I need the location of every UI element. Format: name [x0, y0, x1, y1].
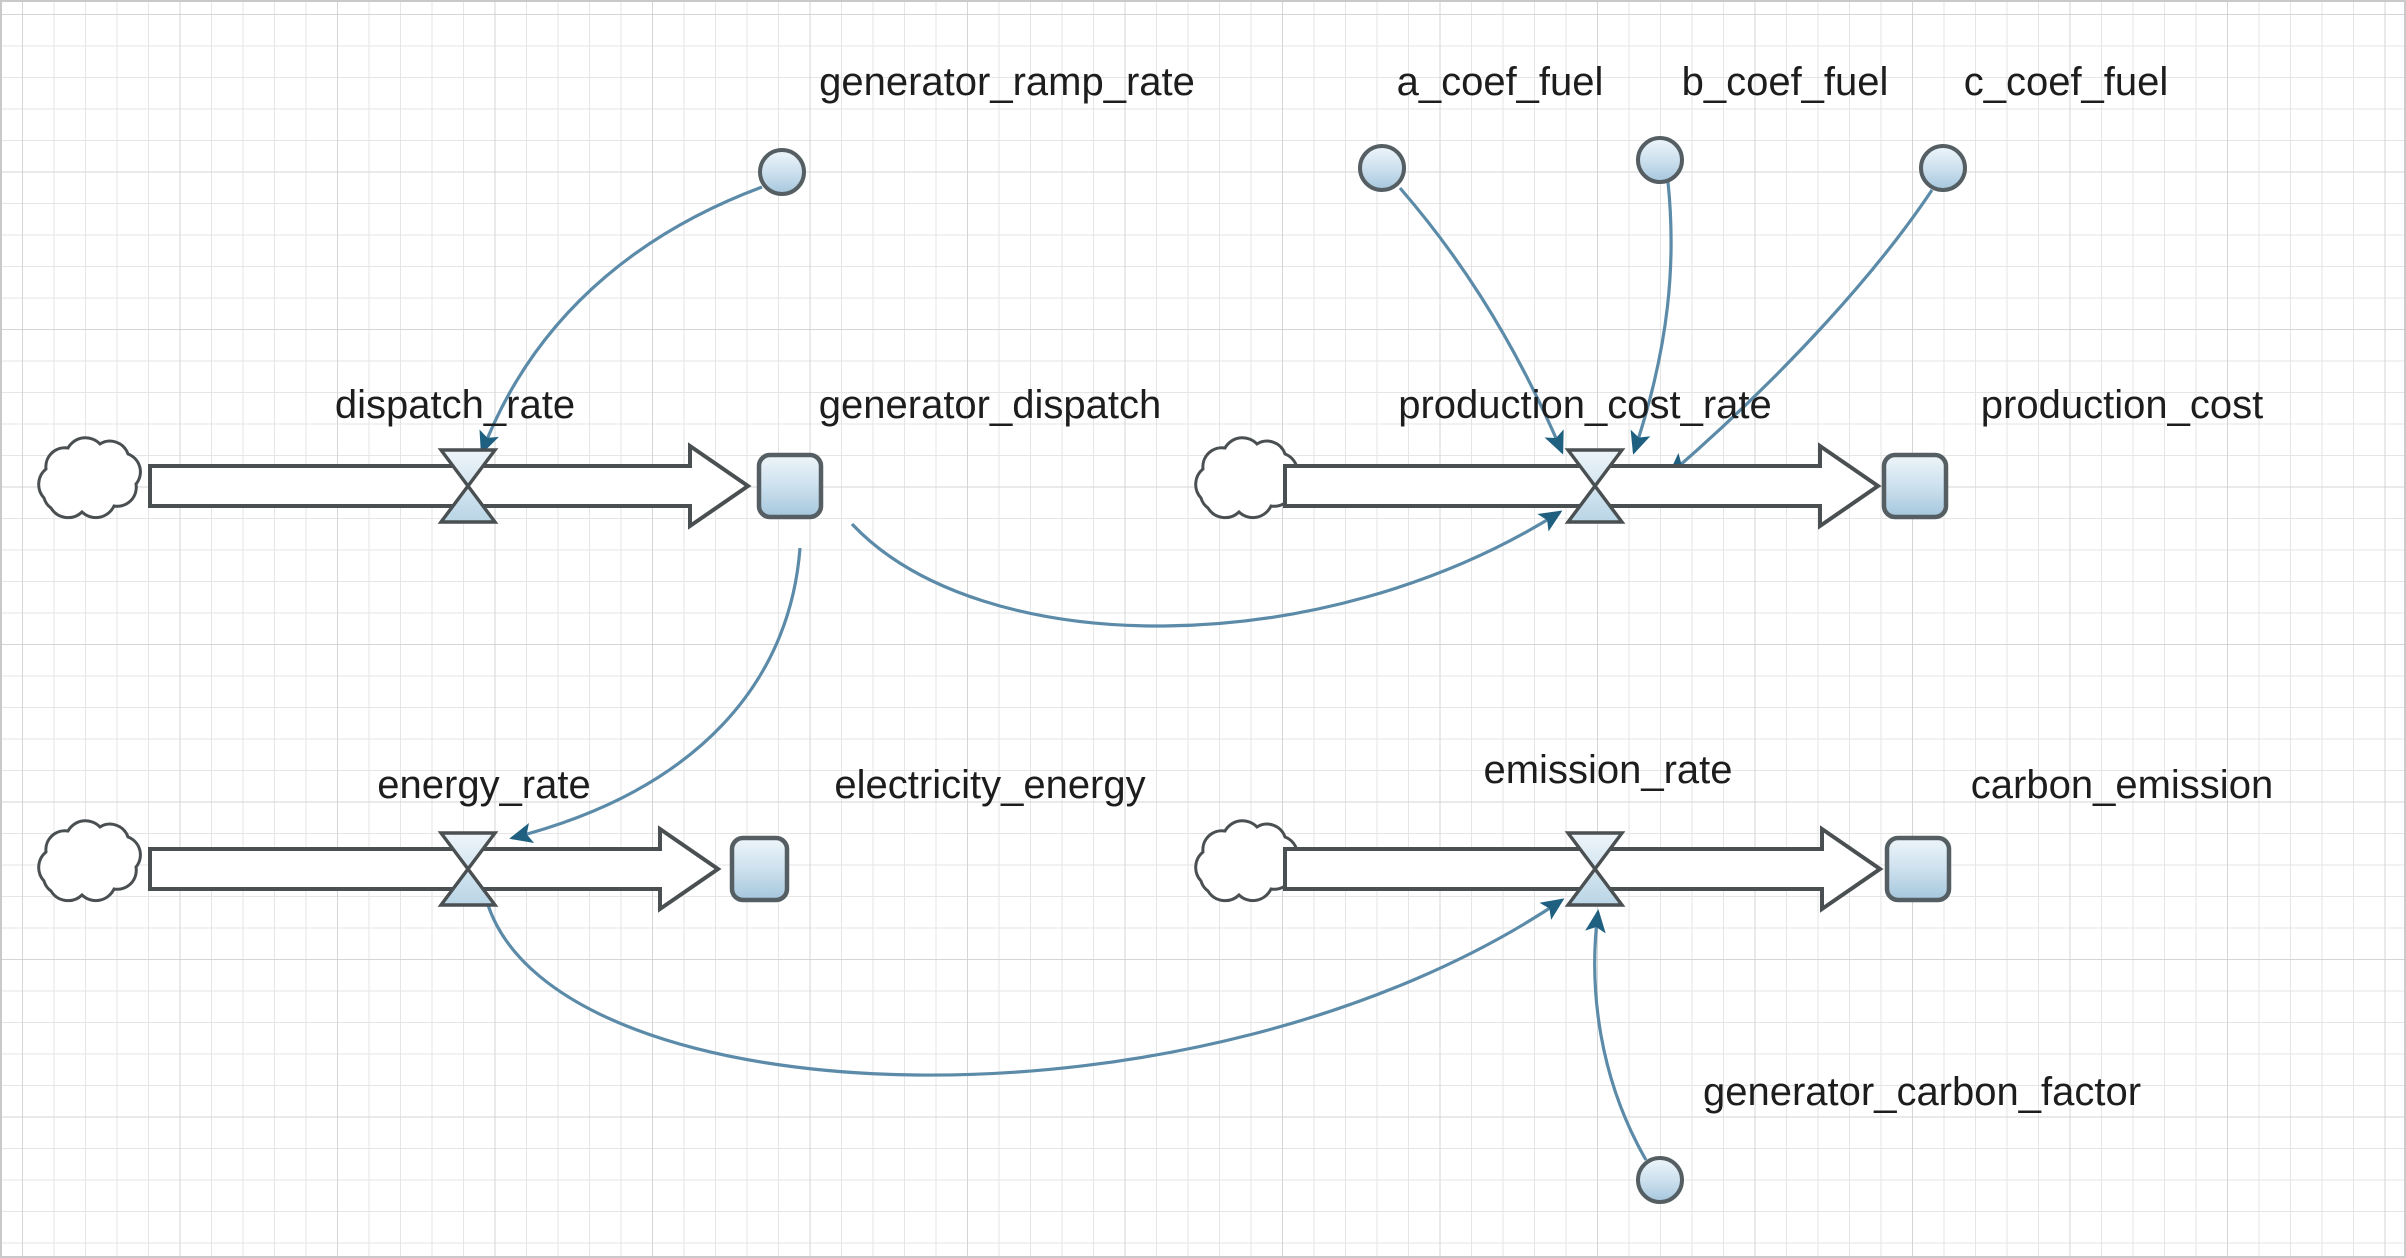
- link-carbon-factor-to-emission[interactable]: [1585, 909, 1648, 1161]
- pipe-production-cost-rate[interactable]: [1283, 442, 1882, 530]
- label-dispatch-rate: dispatch_rate: [334, 383, 576, 427]
- label-production-cost-rate: production_cost_rate: [1398, 383, 1772, 427]
- link-dispatch-to-cost-rate[interactable]: [850, 510, 1563, 628]
- link-energy-rate-to-emission-rate[interactable]: [486, 898, 1565, 1077]
- pipe-energy-rate[interactable]: [148, 825, 722, 913]
- cloud-icon-emission: [1194, 819, 1299, 903]
- variable-generator-ramp-rate[interactable]: [758, 148, 806, 196]
- link-dispatch-to-energy-rate[interactable]: [509, 547, 802, 844]
- label-generator-ramp-rate: generator_ramp_rate: [819, 60, 1195, 104]
- pipe-dispatch-rate[interactable]: [148, 442, 752, 530]
- label-emission-rate: emission_rate: [1483, 748, 1733, 792]
- stock-group: [729, 452, 1952, 903]
- label-electricity-energy: electricity_energy: [834, 763, 1146, 807]
- cloud-icon-dispatch: [37, 436, 142, 520]
- label-b-coef-fuel: b_coef_fuel: [1681, 60, 1889, 104]
- link-a-coef-to-cost-rate[interactable]: [1398, 186, 1564, 455]
- label-c-coef-fuel: c_coef_fuel: [1963, 60, 2169, 104]
- cloud-icon-energy: [37, 819, 142, 903]
- cloud-icon-production: [1194, 436, 1299, 520]
- stock-carbon-emission[interactable]: [1884, 835, 1952, 903]
- valve-emission-rate[interactable]: [1564, 831, 1626, 907]
- link-ramp-to-dispatch-rate[interactable]: [479, 185, 763, 455]
- stock-production-cost[interactable]: [1881, 452, 1949, 520]
- variable-c-coef-fuel[interactable]: [1919, 144, 1967, 192]
- variable-b-coef-fuel[interactable]: [1636, 136, 1684, 184]
- valve-production-cost-rate[interactable]: [1564, 448, 1626, 524]
- variable-generator-carbon-factor[interactable]: [1636, 1156, 1684, 1204]
- label-generator-dispatch: generator_dispatch: [818, 383, 1162, 427]
- pipe-emission-rate[interactable]: [1283, 825, 1884, 913]
- label-carbon-emission: carbon_emission: [1970, 763, 2274, 807]
- label-production-cost: production_cost: [1980, 383, 2264, 427]
- valve-group: [437, 448, 1626, 907]
- stock-electricity-energy[interactable]: [729, 835, 790, 903]
- label-generator-carbon-factor: generator_carbon_factor: [1702, 1070, 2142, 1114]
- stock-generator-dispatch[interactable]: [756, 452, 824, 520]
- label-a-coef-fuel: a_coef_fuel: [1396, 60, 1604, 104]
- label-energy-rate: energy_rate: [377, 763, 591, 807]
- variable-a-coef-fuel[interactable]: [1358, 144, 1406, 192]
- link-b-coef-to-cost-rate[interactable]: [1630, 181, 1673, 455]
- valve-energy-rate[interactable]: [437, 831, 499, 907]
- pipe-group: [148, 442, 1884, 913]
- cloud-group: [37, 436, 1299, 903]
- link-c-coef-to-cost-rate[interactable]: [1667, 189, 1934, 476]
- variable-group: [758, 136, 1967, 1204]
- valve-dispatch-rate[interactable]: [437, 448, 499, 524]
